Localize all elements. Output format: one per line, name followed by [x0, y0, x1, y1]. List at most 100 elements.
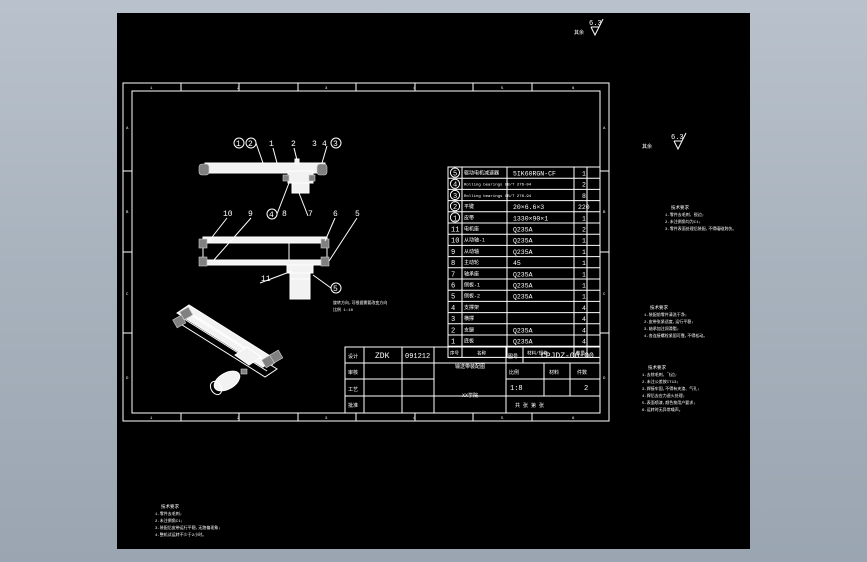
tech-notes-line: 3.零件表面处理后装配,不得磕碰划伤。 [665, 225, 736, 232]
bom-item-qty: 4 [582, 305, 586, 312]
tech-notes-bottom: 技术要求1.零件去毛刺;2.未注倒角C1;3.装配后皮带运行平稳,无跑偏现象;4… [155, 503, 221, 538]
tech-notes-line: 3.焊接牢固,不得有夹渣、气孔; [642, 385, 700, 392]
bom-item-qty: 2 [582, 227, 586, 234]
svg-text:1: 1 [150, 87, 153, 91]
svg-text:6: 6 [333, 210, 338, 219]
bom-item-qty: 4 [582, 327, 586, 334]
svg-text:3: 3 [325, 417, 328, 421]
conveyor-front-view [198, 236, 330, 300]
bom-balloon [449, 178, 461, 189]
bom-item-spec: Q235A [513, 283, 533, 290]
roughness-word-right: 其余 [642, 143, 652, 150]
bom-item-no: 2 [453, 204, 457, 212]
svg-text:C: C [603, 293, 606, 297]
tb-company: XX学院 [462, 392, 478, 399]
bom-item-qty: 1 [582, 171, 586, 178]
bom-balloon [449, 189, 461, 201]
svg-text:6: 6 [572, 417, 575, 421]
roughness-word-top: 其余 [574, 29, 584, 36]
tech-notes-line: 1.装配前零件清洗干净; [644, 311, 687, 318]
tech-notes-title: 技术要求 [648, 364, 666, 371]
tech-notes-line: 1.去除毛刺、飞边; [642, 371, 677, 378]
tech-notes-right-1: 技术要求1.零件去毛刺、锐边;2.未注倒角均为C1;3.零件表面处理后装配,不得… [665, 204, 736, 232]
tb-sheet-info: 共 张 第 张 [515, 402, 544, 409]
tb-drawing-no: CPJDZ-00-00 [541, 352, 594, 361]
bom-item-name: 横撑 [464, 315, 474, 322]
bom-item-qty: 1 [582, 283, 586, 290]
svg-text:B: B [603, 211, 606, 215]
svg-text:6: 6 [572, 87, 575, 91]
bom-item-qty: 1 [582, 238, 586, 245]
bom-header-cell: 材料/规格 [527, 350, 548, 357]
svg-text:B: B [126, 211, 129, 215]
conveyor-isometric-view [172, 304, 284, 396]
tb-material-label: 材料 [549, 369, 559, 376]
svg-text:3: 3 [333, 140, 338, 149]
bom-item-name: 主动轮 [464, 259, 479, 266]
bom-item-name: 皮带 [464, 214, 474, 221]
bom-item-name: 侧板-1 [464, 282, 480, 289]
bom-item-no: 1 [451, 339, 455, 347]
svg-text:5: 5 [355, 210, 360, 219]
roughness-symbol-right: 其余 6.3 [642, 132, 687, 151]
bom-row: 3 横撑 4 [451, 315, 586, 324]
bom-item-qty: 1 [582, 294, 586, 301]
bom-item-qty: 4 [582, 316, 586, 323]
svg-text:5: 5 [501, 417, 504, 421]
bom-header-cell: 名称 [477, 350, 486, 357]
svg-text:3: 3 [312, 140, 317, 149]
svg-text:3: 3 [325, 87, 328, 91]
bom-item-spec: 45 [513, 260, 521, 267]
tb-row3-label: 工艺 [348, 387, 358, 393]
bom-item-no: 2 [451, 327, 455, 335]
svg-text:4: 4 [269, 211, 274, 220]
bom-item-spec: 1330×90×1 [513, 215, 548, 222]
roughness-value-right: 6.3 [671, 134, 684, 142]
svg-text:2: 2 [291, 140, 296, 149]
bom-item-qty: 1 [582, 249, 586, 256]
bom-item-no: 7 [451, 271, 455, 279]
bom-item-no: 10 [451, 238, 459, 246]
svg-text:A: A [603, 127, 606, 131]
tech-notes-line: 1.零件去毛刺; [155, 510, 182, 517]
tech-notes-title: 技术要求 [671, 204, 689, 211]
tb-scale-label: 比例 [509, 369, 519, 376]
cad-viewport[interactable]: 其余 6.3 1 2 3 4 5 6 1 2 3 4 5 6 A B C D A [117, 13, 750, 549]
tech-notes-line: 5.表面喷漆,颜色按用户要求; [642, 399, 696, 406]
bom-item-name: 电机座 [464, 226, 479, 233]
tb-drawing-name: 输送带装配图 [455, 363, 485, 370]
bom-item-spec: 20×6.6×3 [513, 204, 544, 211]
bom-item-name: Rolling bearings GB/T 276-94 [464, 183, 532, 188]
svg-text:4: 4 [413, 417, 416, 421]
bom-item-no: 3 [451, 316, 455, 324]
roughness-value-top: 6.3 [589, 20, 602, 28]
bom-item-name: 平键 [464, 203, 474, 210]
bom-item-qty: 1 [582, 271, 586, 278]
bom-item-no: 9 [451, 249, 455, 257]
tech-notes-line: 2.未注倒角均为C1; [665, 218, 701, 225]
bom-header-cell: 数量 [576, 350, 585, 357]
bom-item-name: Rolling bearings GB/T 276-94 [464, 194, 532, 199]
bom-item-qty: 4 [582, 339, 586, 346]
bom-balloon [449, 201, 461, 212]
svg-text:4: 4 [413, 87, 416, 91]
svg-text:5: 5 [333, 285, 338, 294]
bom-header-cell: 序号 [450, 350, 459, 357]
bom-item-no: 6 [451, 283, 455, 291]
svg-text:比例 1:10: 比例 1:10 [333, 306, 354, 313]
bom-item-qty: 1 [582, 215, 586, 222]
conveyor-top-view [198, 158, 328, 194]
view-note: 旋转方向,可根据需要改变方向 比例 1:10 [333, 299, 387, 313]
tb-row2-label: 审核 [348, 369, 358, 376]
bom-item-spec: 5IK60RGN-CF [513, 171, 556, 178]
bom-balloon [449, 212, 461, 223]
bom-item-spec: Q235A [513, 227, 533, 234]
